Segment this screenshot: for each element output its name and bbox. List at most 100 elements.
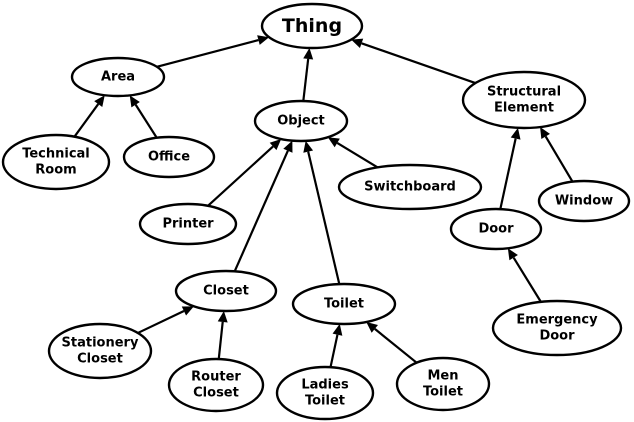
edge-line <box>544 135 574 183</box>
node-ellipse <box>449 207 543 251</box>
node-label: Area <box>101 70 135 85</box>
arrowhead <box>540 127 550 140</box>
node-label: Stationery <box>62 336 139 351</box>
edge-line <box>137 310 185 334</box>
edge-ladies-to-toilet <box>329 323 343 368</box>
node-window: Window <box>537 179 631 223</box>
node-label: Toilet <box>423 385 463 400</box>
node-door: Door <box>449 207 543 251</box>
edge-structural-to-thing <box>351 38 476 85</box>
node-label: Thing <box>282 15 342 37</box>
edge-router-to-closet <box>217 310 228 360</box>
node-label: Router <box>191 370 241 385</box>
node-label: Structural <box>487 85 561 100</box>
arrowhead <box>94 95 105 108</box>
arrowhead <box>303 47 314 60</box>
edge-line <box>217 321 224 360</box>
edge-men-to-toilet <box>366 321 418 364</box>
arrowhead <box>351 38 364 49</box>
node-area: Area <box>70 56 166 98</box>
edge-toilet-to-object <box>303 140 341 285</box>
arrowhead <box>217 310 228 323</box>
edge-line <box>512 257 542 303</box>
edge-line <box>374 328 418 364</box>
node-label: Closet <box>193 386 239 401</box>
node-ellipse <box>260 2 364 50</box>
node-ellipse <box>253 99 349 143</box>
edges-layer <box>73 35 574 368</box>
node-closet: Closet <box>174 269 278 313</box>
edge-office-to-area <box>129 95 158 139</box>
node-ellipse <box>174 269 278 313</box>
edge-line <box>361 42 476 85</box>
edge-line <box>207 145 274 207</box>
node-label: Closet <box>77 352 123 367</box>
arrowhead <box>269 139 282 151</box>
arrowhead <box>507 248 518 261</box>
node-ellipse <box>491 299 623 357</box>
node-label: Technical <box>22 147 90 162</box>
node-ellipse <box>461 70 587 130</box>
edge-printer-to-object <box>207 139 282 207</box>
edge-closet-to-object <box>233 140 293 272</box>
node-label: Closet <box>203 284 249 299</box>
edge-line <box>73 103 100 138</box>
node-label: Office <box>148 150 190 165</box>
node-label: Printer <box>162 217 214 232</box>
node-toilet: Toilet <box>291 282 397 326</box>
node-thing: Thing <box>260 2 364 50</box>
node-label: Toilet <box>305 394 345 409</box>
edge-window-to-structural <box>540 127 574 183</box>
edge-door-to-structural <box>499 127 521 210</box>
node-label: Men <box>427 369 458 384</box>
arrowhead <box>327 137 340 148</box>
node-office: Office <box>122 135 216 179</box>
edge-line <box>302 58 310 102</box>
arrowhead <box>332 323 343 336</box>
node-ellipse <box>395 356 491 412</box>
edge-switchboard-to-object <box>327 137 379 169</box>
node-label: Switchboard <box>364 180 456 195</box>
node-label: Emergency <box>516 313 598 328</box>
edge-stationery-to-closet <box>137 306 194 334</box>
node-printer: Printer <box>138 202 238 246</box>
node-ellipse <box>291 282 397 326</box>
node-ellipse <box>337 163 483 211</box>
node-ellipse <box>275 365 375 421</box>
node-ellipse <box>70 56 166 98</box>
arrowhead <box>129 95 140 108</box>
node-label: Door <box>478 222 514 237</box>
node-label: Toilet <box>324 297 364 312</box>
edge-line <box>336 142 379 169</box>
arrowhead <box>257 35 270 45</box>
edge-line <box>499 138 517 210</box>
node-label: Door <box>539 329 575 344</box>
arrowhead <box>366 321 378 333</box>
edge-technical-to-area <box>73 95 105 138</box>
node-label: Object <box>277 114 325 129</box>
edge-object-to-thing <box>302 47 314 102</box>
arrowhead <box>283 140 293 153</box>
node-switchboard: Switchboard <box>337 163 483 211</box>
node-ellipse <box>47 322 153 380</box>
edge-line <box>134 104 158 139</box>
arrowhead <box>181 306 194 316</box>
edge-line <box>156 39 259 68</box>
node-object: Object <box>253 99 349 143</box>
node-label: Room <box>35 163 76 178</box>
edge-area-to-thing <box>156 35 270 68</box>
arrowhead <box>303 140 314 153</box>
node-ellipse <box>537 179 631 223</box>
node-label: Window <box>555 194 613 209</box>
node-ellipse <box>138 202 238 246</box>
edge-emergency-to-door <box>507 248 542 303</box>
